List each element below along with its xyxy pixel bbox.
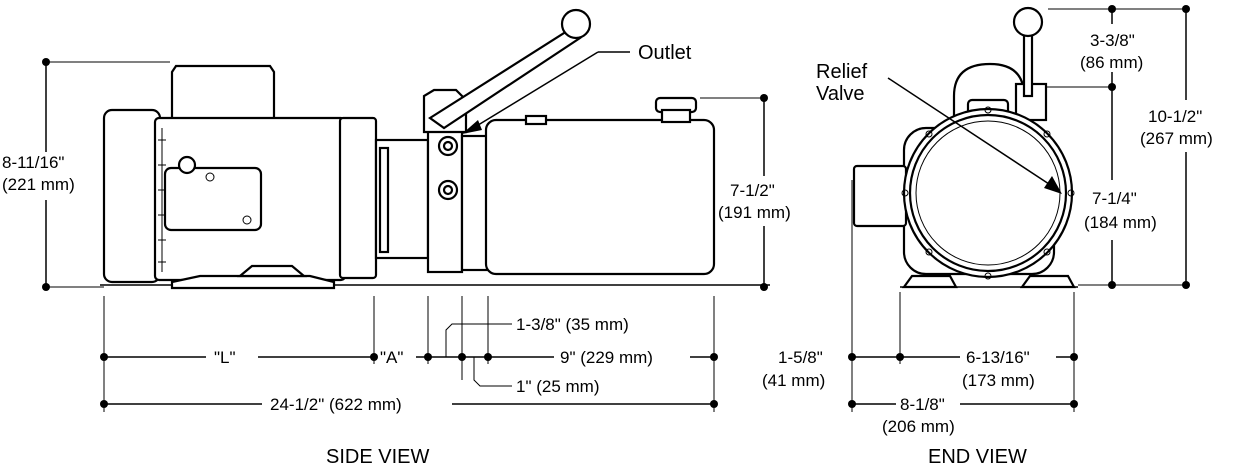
side-view-title: SIDE VIEW	[326, 446, 429, 468]
end-height-dimensions: 3-3/8" (86 mm) 7-1/4" (184 mm) 10-1/2" (…	[1046, 5, 1213, 289]
length-L: "L"	[214, 348, 236, 367]
tank-height-inches: 7-1/2"	[730, 181, 775, 200]
side-height-mm: (221 mm)	[2, 175, 75, 194]
offset-mm: (41 mm)	[762, 371, 825, 390]
end-view-drawing	[852, 6, 1078, 289]
relief-valve-callout: Relief Valve	[816, 61, 1062, 194]
tank-height-dimension: 7-1/2" (191 mm)	[700, 94, 791, 291]
offset-inches: 1-5/8"	[778, 348, 823, 367]
overall-length-dimension: 24-1/2" (622 mm)	[270, 395, 402, 414]
spacer-dimension: 1" (25 mm)	[516, 377, 600, 396]
tank-end-height-mm: (184 mm)	[1084, 213, 1157, 232]
side-height-dimension: 8-11/16" (221 mm)	[2, 58, 170, 291]
end-view-title: END VIEW	[928, 446, 1027, 468]
overall-height-mm: (267 mm)	[1140, 129, 1213, 148]
tank-height-mm: (191 mm)	[718, 203, 791, 222]
outlet-label: Outlet	[638, 42, 692, 64]
top-height-mm: (86 mm)	[1080, 53, 1143, 72]
length-A: "A"	[380, 348, 403, 367]
side-view-drawing	[100, 8, 770, 290]
top-height-inches: 3-3/8"	[1090, 31, 1135, 50]
width-mm: (173 mm)	[962, 371, 1035, 390]
relief-label-line1: Relief	[816, 61, 868, 83]
overall-height-inches: 10-1/2"	[1148, 107, 1202, 126]
tank-end-height-inches: 7-1/4"	[1092, 189, 1137, 208]
overall-width-inches: 8-1/8"	[900, 395, 945, 414]
end-width-dimensions: 1-5/8" (41 mm) 6-13/16" (173 mm) 8-1/8" …	[762, 180, 1078, 436]
relief-label-line2: Valve	[816, 83, 865, 105]
side-height-inches: 8-11/16"	[2, 153, 64, 172]
manifold-dimension: 1-3/8" (35 mm)	[516, 315, 629, 334]
width-inches: 6-13/16"	[966, 348, 1030, 367]
outlet-callout: Outlet	[462, 42, 692, 134]
side-length-dimensions: "L" "A" 1-3/8" (35 mm) 1" (25 mm) 9" (22…	[100, 296, 718, 414]
overall-width-mm: (206 mm)	[882, 417, 955, 436]
tank-length-dimension: 9" (229 mm)	[560, 348, 653, 367]
